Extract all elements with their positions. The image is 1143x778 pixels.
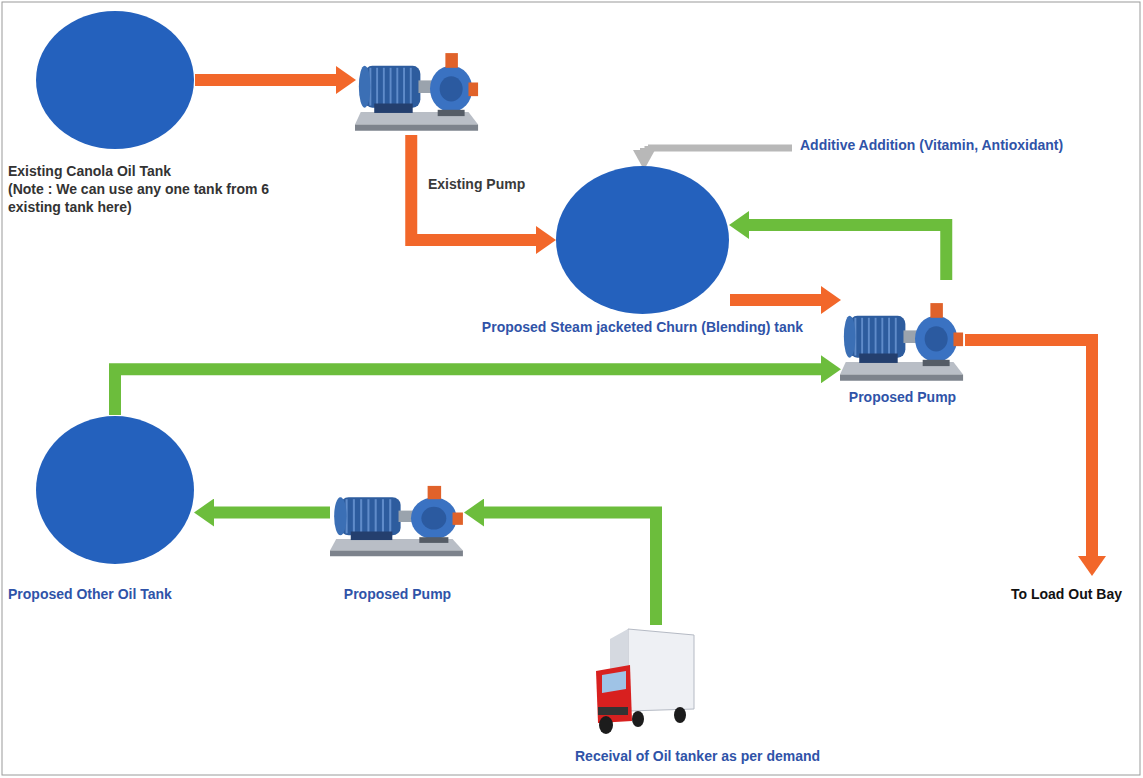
- flow-arrow: [214, 507, 330, 519]
- label-text: Proposed Pump: [310, 585, 485, 603]
- truck-illustration: [596, 629, 694, 734]
- label-text: Proposed Pump: [825, 388, 980, 406]
- label-text: Proposed Steam jacketed Churn (Blending)…: [445, 318, 840, 336]
- label-text: Existing Canola Oil Tank: [8, 162, 283, 180]
- node-label: Proposed Other Oil Tank: [8, 585, 248, 603]
- node-label: Proposed Steam jacketed Churn (Blending)…: [445, 318, 840, 336]
- label-text: Proposed Other Oil Tank: [8, 585, 248, 603]
- storage-tank: Existing Canola Oil Tank(Note : We can u…: [35, 10, 195, 150]
- tank-circle: [36, 11, 194, 149]
- node-label: Existing Canola Oil Tank(Note : We can u…: [8, 162, 283, 216]
- pump-illustration: [355, 53, 478, 131]
- additive-arrowhead: [640, 148, 648, 150]
- node-label: Existing Pump: [428, 175, 558, 193]
- flow-arrow: [484, 513, 656, 626]
- blending-tank: Proposed Steam jacketed Churn (Blending)…: [555, 165, 730, 315]
- node-shape: [35, 415, 195, 565]
- flow-arrow: [730, 294, 821, 306]
- flow-arrow: [195, 74, 336, 86]
- additive-note: Additive Addition (Vitamin, Antioxidant): [800, 136, 1135, 154]
- pump: Existing Pump: [355, 30, 480, 135]
- storage-tank: Proposed Other Oil Tank: [35, 415, 195, 565]
- node-shape: [590, 625, 700, 735]
- pump: Proposed Pump: [840, 280, 965, 385]
- flow-arrow: [115, 369, 821, 415]
- load-out-arrow: [965, 340, 1092, 556]
- node-label: Proposed Pump: [825, 388, 980, 406]
- tank-circle: [556, 166, 729, 314]
- oil-tanker-truck: Receival of Oil tanker as per demand: [590, 625, 700, 735]
- node-shape: [555, 165, 730, 315]
- flow-arrow: [749, 225, 946, 280]
- pump-illustration: [330, 486, 463, 556]
- additive-line: [648, 146, 792, 148]
- node-label: Proposed Pump: [310, 585, 485, 603]
- pump: Proposed Pump: [330, 465, 465, 560]
- node-shape: [840, 280, 965, 385]
- label-text: Existing Pump: [428, 175, 558, 193]
- label-text: (Note : We can use any one tank from 6 e…: [8, 180, 283, 216]
- node-shape: [330, 465, 465, 560]
- label-text: Receival of Oil tanker as per demand: [575, 747, 895, 765]
- load-out-note: To Load Out Bay: [995, 585, 1138, 603]
- node-shape: [35, 10, 195, 150]
- node-label: Receival of Oil tanker as per demand: [575, 747, 895, 765]
- pump-illustration: [840, 303, 963, 381]
- tank-circle: [36, 416, 194, 564]
- node-shape: [355, 30, 480, 135]
